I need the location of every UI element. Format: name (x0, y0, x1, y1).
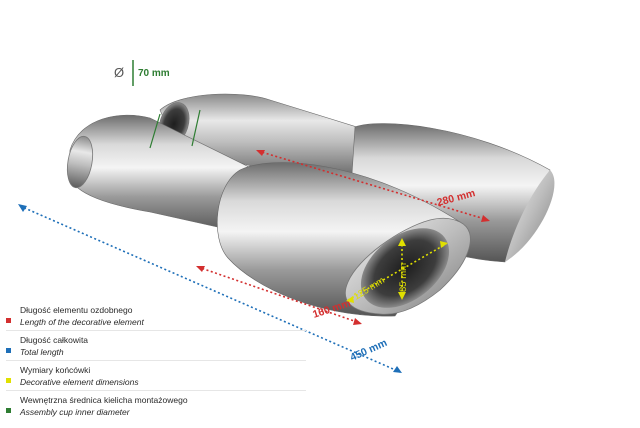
legend-label-en: Total length (20, 347, 64, 357)
legend-label-pl: Wewnętrzna średnica kielicha montażowego (20, 395, 188, 405)
diameter-value: 70 mm (138, 68, 170, 79)
legend-marker-yellow (6, 378, 11, 383)
diameter-symbol: Ø (114, 65, 124, 80)
legend-label-en: Assembly cup inner diameter (20, 407, 130, 417)
legend-label-en: Length of the decorative element (20, 317, 144, 327)
legend-marker-red (6, 318, 11, 323)
diameter-callout: Ø 70 mm (114, 60, 170, 86)
legend-marker-blue (6, 348, 11, 353)
legend-label-pl: Wymiary końcówki (20, 365, 91, 375)
legend-item-decorative-length: Długość elementu ozdobnego Length of the… (6, 304, 306, 331)
legend-marker-green (6, 408, 11, 413)
legend-label-pl: Długość całkowita (20, 335, 89, 345)
front-inlet-pipe (66, 114, 256, 233)
diameter-markers (149, 109, 201, 149)
front-tailpipe (217, 162, 471, 317)
legend-label-en: Decorative element dimensions (20, 377, 139, 387)
total-length-label: 450 mm (348, 337, 389, 364)
legend-item-tip-dimensions: Wymiary końcówki Decorative element dime… (6, 364, 306, 391)
legend-item-total-length: Długość całkowita Total length (6, 334, 306, 361)
legend-label-pl: Długość elementu ozdobnego (20, 305, 133, 315)
legend-item-cup-diameter: Wewnętrzna średnica kielicha montażowego… (6, 394, 306, 420)
legend: Długość elementu ozdobnego Length of the… (6, 304, 306, 423)
tip-height-label: 85 mm (398, 263, 409, 292)
